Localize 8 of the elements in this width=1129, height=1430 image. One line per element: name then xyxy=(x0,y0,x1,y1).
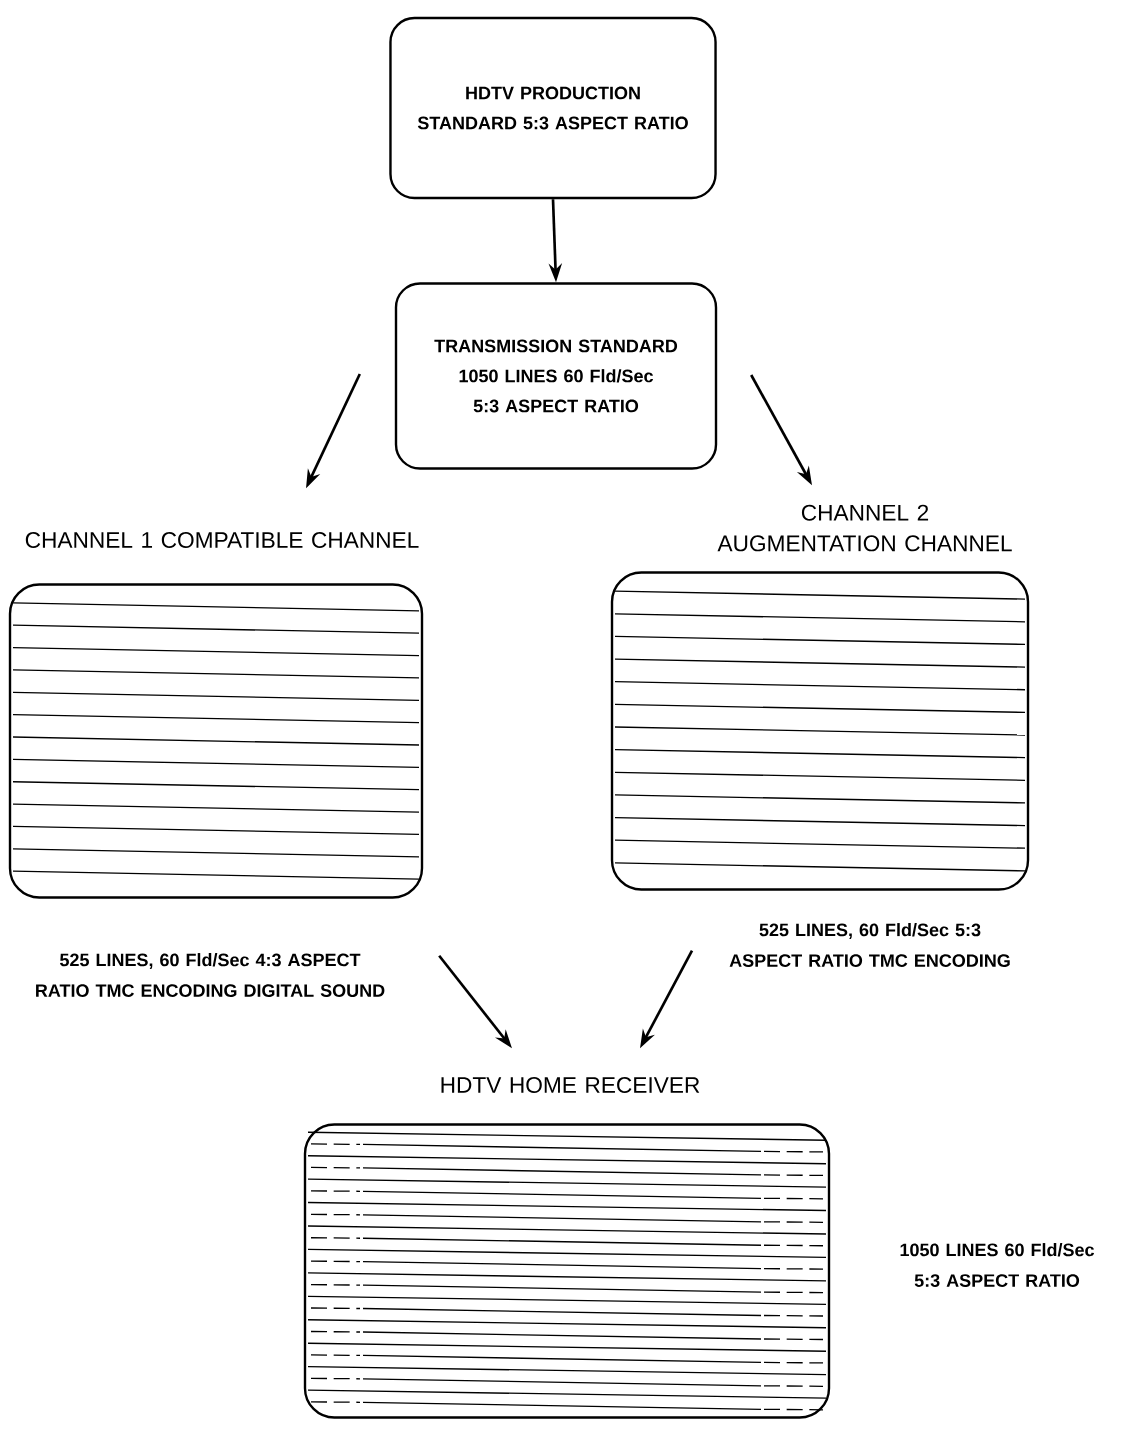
screen-heading: HDTV HOME RECEIVER xyxy=(441,1077,700,1094)
screen-caption: 1050 LINES 60 Fld/Sec 5:3 ASPECT RATIO xyxy=(900,1243,1094,1287)
screen-heading: CHANNEL 1 COMPATIBLE CHANNEL xyxy=(25,532,419,549)
screen-caption: 525 LINES, 60 Fld/Sec 4:3 ASPECT RATIO TMC ENCODING DIGITAL SOUND xyxy=(36,953,385,997)
screen-caption: 525 LINES, 60 Fld/Sec 5:3 ASPECT RATIO TMC ENCODING xyxy=(729,923,1010,967)
screen-heading: CHANNEL 2 AUGMENTATION CHANNEL xyxy=(717,504,1012,552)
monitor-box: TRANSMISSION STANDARD 1050 LINES 60 Fld/Sec 5:3 ASPECT RATIO xyxy=(394,282,718,470)
monitor-box: HDTV PRODUCTION STANDARD 5:3 ASPECT RATIO xyxy=(389,16,717,200)
